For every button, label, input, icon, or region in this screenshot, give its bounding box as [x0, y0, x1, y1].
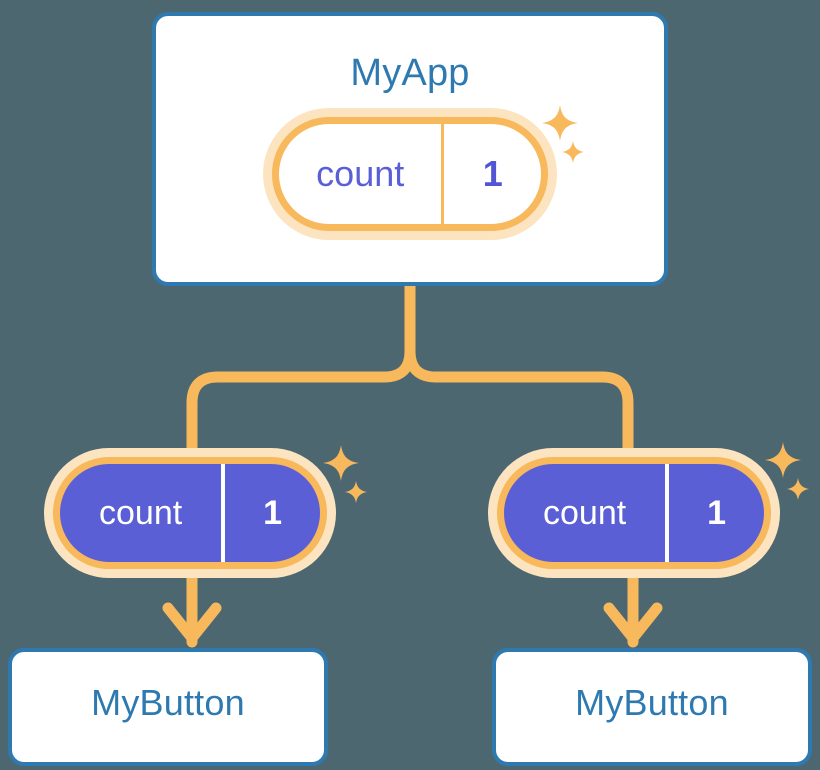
arrow-head-left [162, 602, 222, 644]
state-value-cell: 1 [665, 464, 764, 562]
component-card-mybutton-left[interactable]: MyButton [8, 648, 328, 766]
state-pill-child-right[interactable]: count 1 [488, 448, 780, 578]
sparkle-icon [786, 477, 810, 501]
arrow-head-right [603, 602, 663, 644]
component-title: MyButton [91, 682, 245, 723]
state-key-label: count [543, 493, 627, 532]
state-value-cell: 1 [441, 124, 541, 224]
component-title: MyButton [575, 682, 729, 723]
state-pill-body: count 1 [497, 457, 771, 569]
state-value-label: 1 [263, 493, 283, 532]
state-pill-body: count 1 [272, 117, 548, 231]
branch-right-line [404, 345, 634, 458]
sparkle-icon [322, 444, 360, 482]
component-card-mybutton-right[interactable]: MyButton [492, 648, 812, 766]
state-key-label: count [316, 153, 405, 194]
state-pill-myapp[interactable]: count 1 [263, 108, 557, 240]
page-title: MyApp [350, 52, 470, 94]
state-value-label: 1 [707, 493, 727, 532]
sparkle-icon [344, 480, 368, 504]
state-value-label: 1 [482, 153, 503, 194]
state-pill-child-left[interactable]: count 1 [44, 448, 336, 578]
branch-left-line [186, 345, 416, 458]
state-pill-body: count 1 [53, 457, 327, 569]
sparkle-icon [764, 441, 802, 479]
state-value-cell: 1 [221, 464, 320, 562]
state-key-label: count [99, 493, 183, 532]
